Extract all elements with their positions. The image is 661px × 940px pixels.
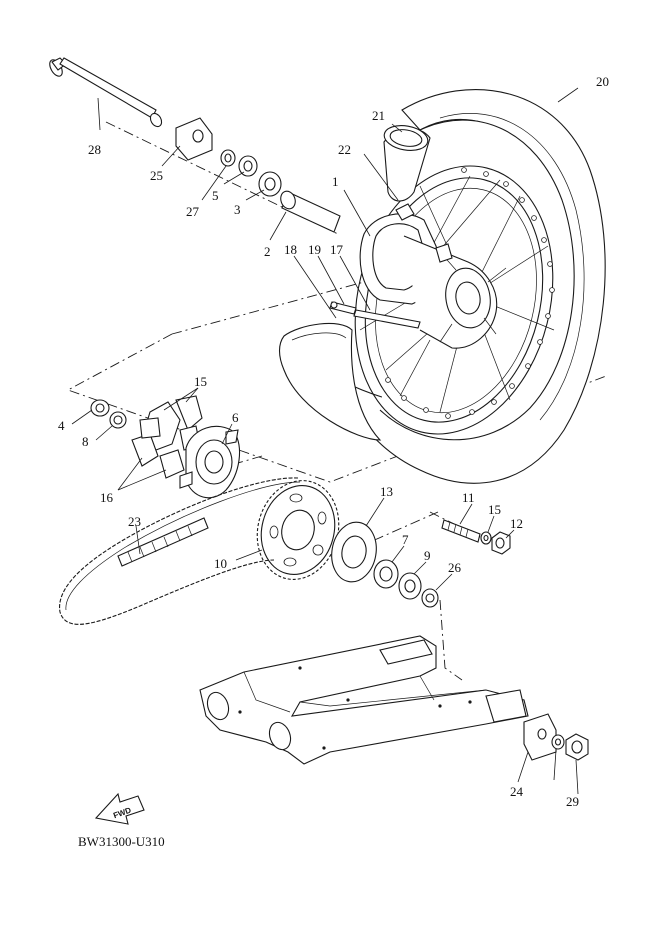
callout-2: 2 (264, 244, 271, 259)
nut-12 (491, 531, 511, 555)
collar-26 (220, 149, 236, 167)
callout-15-bottom: 16 (100, 490, 114, 505)
callout-12: 12 (510, 516, 523, 531)
clutch-hub (179, 425, 241, 499)
callout-27: 28 (88, 142, 101, 157)
oil-seal-9 (398, 572, 422, 600)
callout-13: 13 (380, 484, 393, 499)
spacer-2 (280, 190, 341, 233)
washer-29 (551, 734, 565, 750)
collar-8 (109, 411, 127, 429)
callout-18: 19 (308, 242, 321, 257)
drive-chain (59, 477, 301, 625)
callout-labels: 28 25 27 5 3 2 1 22 21 20 18 19 17 15 16… (58, 74, 609, 809)
callout-24: 25 (150, 168, 163, 183)
callout-8: 8 (82, 434, 89, 449)
rim-band (383, 125, 431, 202)
callout-6: 6 (232, 410, 239, 425)
forward-arrow-icon: FWD (94, 792, 145, 825)
callout-22: 23 (128, 514, 141, 529)
bearing-7 (373, 559, 399, 589)
callout-19: 20 (596, 74, 609, 89)
callout-4: 4 (58, 418, 65, 433)
collar-25 (421, 588, 439, 608)
callout-28: 29 (566, 794, 579, 809)
callout-17: 18 (284, 242, 297, 257)
rear-hub (359, 203, 507, 349)
diagram-code: BW31300-U310 (78, 834, 165, 849)
callout-15-top: 15 (194, 374, 207, 389)
callout-10: 10 (214, 556, 227, 571)
callout-5: 5 (212, 188, 219, 203)
adjuster-plate-right (523, 713, 557, 761)
callout-1: 1 (332, 174, 339, 189)
oil-seal-5 (238, 155, 258, 177)
sprocket-plate (331, 521, 377, 583)
washer-14 (480, 531, 492, 545)
rear-sprocket (256, 480, 340, 580)
rear-axle (49, 57, 163, 128)
tire-valve (329, 301, 421, 329)
callout-23: 24 (510, 784, 524, 799)
stud-bolt (441, 519, 481, 543)
leader-lines (71, 87, 579, 795)
callout-16: 17 (330, 242, 344, 257)
nut-28 (565, 733, 589, 761)
bearing-3 (258, 171, 282, 197)
adjuster-plate-left (175, 117, 213, 161)
swingarm (199, 635, 529, 765)
callout-3: 3 (234, 202, 241, 217)
collar-4 (90, 399, 110, 417)
callout-7: 7 (402, 532, 409, 547)
callout-14: 15 (488, 502, 501, 517)
callout-11: 11 (462, 490, 475, 505)
callout-25: 26 (448, 560, 462, 575)
callout-21: 22 (338, 142, 351, 157)
callout-9: 9 (424, 548, 431, 563)
callout-20: 21 (372, 108, 385, 123)
callout-26: 27 (186, 204, 200, 219)
